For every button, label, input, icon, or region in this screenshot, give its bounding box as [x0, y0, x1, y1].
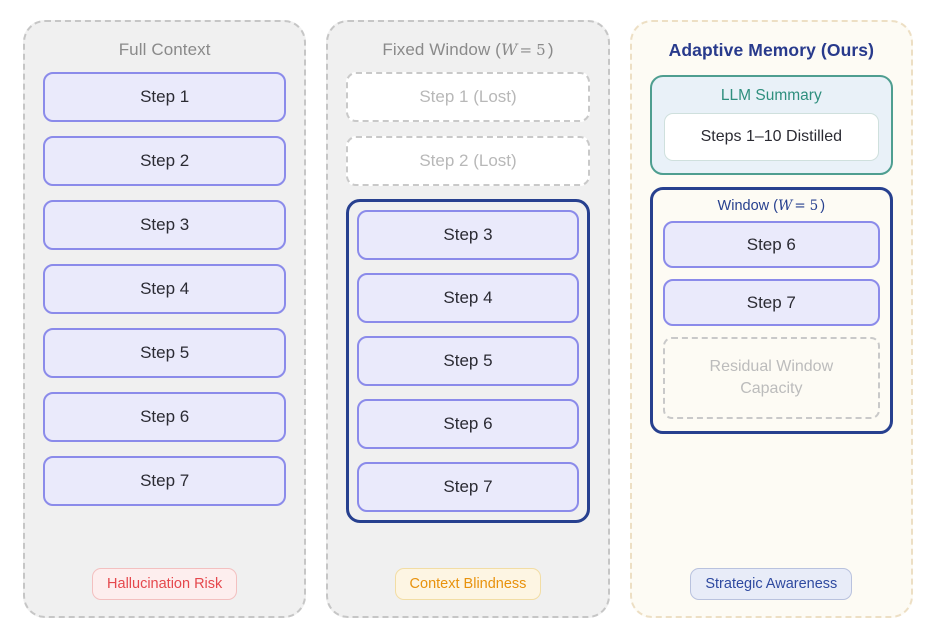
- step-chip: Step 6: [43, 392, 287, 442]
- equals-sign: =: [794, 198, 806, 214]
- panel-title-prefix: Fixed Window (: [382, 40, 501, 59]
- residual-line-1: Residual Window: [709, 358, 834, 376]
- step-chip: Step 5: [357, 336, 579, 386]
- panel-adaptive-memory: Adaptive Memory (Ours) LLM Summary Steps…: [629, 20, 913, 618]
- llm-summary-chip: Steps 1–10 Distilled: [663, 113, 879, 161]
- step-chip: Step 3: [357, 210, 579, 260]
- adaptive-window-block: Window (W=5) Step 6 Step 7 Residual Wind…: [649, 187, 893, 434]
- steps-stack-window: Step 3 Step 4 Step 5 Step 6 Step 7: [357, 210, 579, 512]
- panel-title-fixed-window: Fixed Window (W=5): [382, 40, 553, 60]
- step-chip: Step 4: [357, 273, 579, 323]
- residual-window-capacity: Residual Window Capacity: [662, 337, 880, 419]
- step-chip: Step 1: [43, 72, 287, 122]
- residual-line-2: Capacity: [740, 380, 803, 397]
- status-badge-hallucination-risk: Hallucination Risk: [92, 568, 238, 600]
- llm-summary-title: LLM Summary: [720, 87, 822, 104]
- step-chip: Step 7: [43, 456, 287, 506]
- step-chip-lost: Step 1 (Lost): [346, 72, 590, 122]
- step-chip: Step 7: [662, 279, 880, 326]
- step-chip: Step 6: [662, 221, 880, 268]
- panel-title-full-context: Full Context: [118, 40, 211, 59]
- step-chip: Step 7: [357, 462, 579, 512]
- step-chip: Step 6: [357, 399, 579, 449]
- window-size-value: 5: [536, 41, 546, 59]
- window-size-value: 5: [809, 198, 819, 214]
- steps-stack-lost: Step 1 (Lost) Step 2 (Lost): [346, 72, 590, 186]
- step-chip: Step 3: [43, 200, 287, 250]
- panel-full-context: Full Context Step 1 Step 2 Step 3 Step 4…: [23, 20, 307, 618]
- llm-summary-block: LLM Summary Steps 1–10 Distilled: [649, 75, 893, 175]
- step-chip: Step 4: [43, 264, 287, 314]
- status-badge-strategic-awareness: Strategic Awareness: [690, 568, 853, 600]
- window-size-variable: W: [777, 198, 793, 214]
- status-badge-context-blindness: Context Blindness: [394, 568, 542, 600]
- adaptive-window-title: Window (W=5): [718, 198, 826, 214]
- steps-stack-full-context: Step 1 Step 2 Step 3 Step 4 Step 5 Step …: [43, 72, 287, 506]
- steps-stack-adaptive: Step 6 Step 7: [662, 221, 880, 326]
- step-chip: Step 2: [43, 136, 287, 186]
- fixed-window-frame: Step 3 Step 4 Step 5 Step 6 Step 7: [346, 199, 590, 523]
- panel-title-suffix: ): [547, 40, 554, 59]
- panel-title-adaptive-memory: Adaptive Memory (Ours): [668, 40, 875, 60]
- panel-fixed-window: Fixed Window (W=5) Step 1 (Lost) Step 2 …: [326, 20, 610, 618]
- window-size-variable: W: [500, 40, 518, 59]
- step-chip-lost: Step 2 (Lost): [346, 136, 590, 186]
- step-chip: Step 5: [43, 328, 287, 378]
- equals-sign: =: [519, 41, 533, 59]
- window-title-prefix: Window (: [717, 198, 778, 214]
- window-title-suffix: ): [820, 198, 826, 214]
